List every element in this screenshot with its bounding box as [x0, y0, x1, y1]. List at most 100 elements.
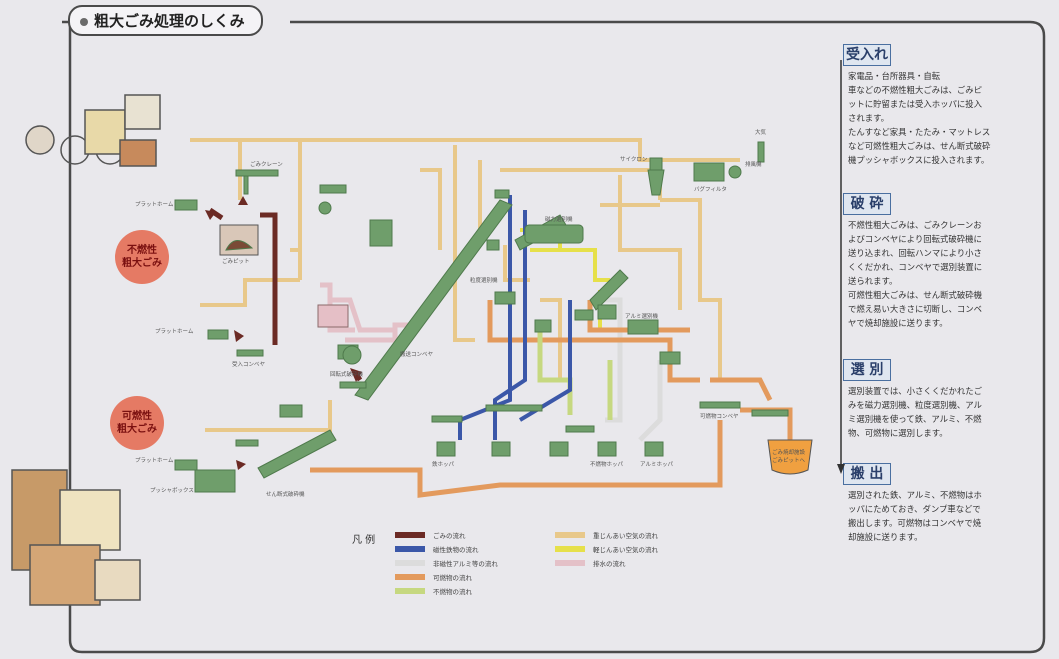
step-line: 選別装置では、小さくくだかれたご	[848, 386, 982, 396]
label-platform-1: プラットホーム	[135, 202, 174, 208]
main-conveyors	[257, 199, 629, 479]
legend-label: 非磁性アルミ等の流れ	[433, 560, 498, 568]
outer-frame	[68, 20, 1046, 654]
step-line: たんすなど家具・たたみ・マットレス	[848, 127, 991, 137]
flow-arrows	[205, 196, 362, 470]
legend-item: ごみの流れ	[395, 530, 466, 540]
label-aluminum-separator: アルミ選別機	[625, 314, 658, 320]
legend-label: 不燃物の流れ	[433, 588, 472, 596]
step-line: されます。	[848, 113, 890, 123]
step-heading: 選 別	[843, 359, 891, 381]
step-line: 送られます。	[848, 276, 898, 286]
legend-item: 非磁性アルミ等の流れ	[395, 558, 498, 568]
legend-swatch	[555, 532, 585, 538]
page-title: 粗大ごみ処理のしくみ	[68, 5, 263, 36]
incombustible-circle-line1: 不燃性	[127, 245, 157, 256]
step-line: 選別された鉄、アルミ、不燃物はホ	[848, 490, 982, 500]
step-text: 家電品・台所器具・自転車などの不燃性粗大ごみは、ごみピットに貯留または受入ホッパ…	[848, 69, 1038, 167]
step-line: など可燃性粗大ごみは、せん断式破砕	[848, 141, 991, 151]
combustible-circle-line1: 可燃性	[122, 411, 152, 422]
legend-item: 軽じんあい空気の流れ	[555, 544, 658, 554]
label-incombustible-hopper: 不燃物ホッパ	[590, 462, 624, 468]
legend-label: 排水の流れ	[593, 560, 626, 568]
label-exhaust-fan: 排風機	[745, 162, 762, 168]
label-pusher-box: プッシャボックス	[150, 488, 194, 494]
step-heading: 破 砕	[843, 193, 891, 215]
label-atmosphere: 大気	[755, 130, 767, 136]
legend-item: 磁性鉄物の流れ	[395, 544, 479, 554]
legend-swatch	[555, 560, 585, 566]
label-aluminum-hopper: アルミホッパ	[640, 462, 673, 468]
step-line: 機プッシャボックスに投入されます。	[848, 155, 990, 165]
step-text: 選別装置では、小さくくだかれたごみを磁力選別機、粒度選別機、アルミ選別機を使って…	[848, 384, 1038, 440]
label-bag-filter: バグフィルタ	[694, 187, 727, 193]
legend-label: 磁性鉄物の流れ	[433, 546, 479, 554]
legend-title: 凡 例	[352, 535, 376, 546]
step-line: みを磁力選別機、粒度選別機、アル	[848, 400, 982, 410]
label-incineration-pit: ごみ焼却施設ごみピットへ	[772, 450, 806, 464]
step-text: 不燃性粗大ごみは、ごみクレーンおよびコンベヤにより回転式破砕機に送り込まれ、回転…	[848, 218, 1038, 330]
label-garbage-pit: ごみピット	[222, 259, 250, 265]
step-line: 搬出します。可燃物はコンベヤで焼	[848, 518, 982, 528]
label-platform-2: プラットホーム	[155, 329, 194, 335]
label-combustible-conveyor: 可燃物コンベヤ	[700, 414, 739, 420]
step-heading: 搬 出	[843, 463, 891, 485]
incombustible-circle-line2: 粗大ごみ	[122, 258, 162, 269]
label-iron-hopper: 鉄ホッパ	[432, 462, 455, 468]
step-line: 不燃性粗大ごみは、ごみクレーンお	[848, 220, 982, 230]
step-line: よびコンベヤにより回転式破砕機に	[848, 234, 982, 244]
legend-label: 重じんあい空気の流れ	[593, 532, 658, 540]
title-bullet-icon	[80, 17, 88, 26]
steps-arrow	[837, 60, 845, 474]
step-line: 却施設に送ります。	[848, 532, 923, 542]
incineration-pit	[767, 439, 813, 475]
legend-label: 軽じんあい空気の流れ	[593, 546, 658, 554]
label-platform-3: プラットホーム	[135, 458, 174, 464]
legend-item: 排水の流れ	[555, 558, 626, 568]
heavy-dust-flows	[190, 138, 740, 432]
legend-item: 重じんあい空気の流れ	[555, 530, 658, 540]
combustible-circle-line2: 粗大ごみ	[117, 424, 157, 435]
legend-swatch	[395, 560, 425, 566]
step-line: 送り込まれ、回転ハンマにより小さ	[848, 248, 982, 258]
legend-swatch	[395, 588, 425, 594]
step-text: 選別された鉄、アルミ、不燃物はホッパにためておき、ダンプ車などで搬出します。可燃…	[848, 488, 1038, 544]
step-line: 家電品・台所器具・自転	[848, 71, 941, 81]
step-line: ヤで焼却施設に送ります。	[848, 318, 948, 328]
legend-swatch	[395, 546, 425, 552]
label-receiving-conveyor: 受入コンベヤ	[232, 362, 266, 368]
label-magnetic-separator: 磁力選別機	[545, 217, 573, 223]
legend-swatch	[555, 546, 585, 552]
step-line: 車などの不燃性粗大ごみは、ごみピ	[848, 85, 982, 95]
step-line: 物、可燃物に選別します。	[848, 428, 948, 438]
legend-swatch	[395, 532, 425, 538]
step-heading: 受入れ	[843, 44, 891, 66]
legend-label: 可燃物の流れ	[433, 574, 472, 582]
step-line: くくだかれ、コンベヤで選別装置に	[848, 262, 983, 272]
step-line: ミ選別機を使って鉄、アルミ、不燃	[848, 414, 982, 424]
legend-swatch	[395, 574, 425, 580]
label-shear-crusher: せん断式破砕機	[266, 492, 305, 498]
step-line: ッパにためておき、ダンプ車などで	[848, 504, 981, 514]
label-transfer-conveyor: 搬送コンベヤ	[400, 352, 434, 358]
legend-label: ごみの流れ	[433, 532, 466, 540]
label-size-separator: 粒度選別機	[470, 278, 498, 284]
incombustible-flows	[537, 320, 613, 420]
legend-item: 可燃物の流れ	[395, 572, 472, 582]
step-line: ットに貯留または受入ホッパに投入	[848, 99, 982, 109]
furniture-illustration	[11, 469, 141, 606]
step-line: 可燃性粗大ごみは、せん断式破砕機	[848, 290, 982, 300]
combustible-circle: 可燃性 粗大ごみ	[110, 396, 164, 450]
step-line: で燃え易い大きさに切断し、コンベ	[848, 304, 982, 314]
title-text: 粗大ごみ処理のしくみ	[94, 12, 245, 30]
equipment	[174, 141, 789, 493]
appliance-illustration	[25, 94, 161, 167]
light-dust-flows	[520, 228, 610, 330]
label-cyclone: サイクロン	[620, 157, 648, 163]
label-garbage-crane: ごみクレーン	[250, 162, 283, 168]
incombustible-circle: 不燃性 粗大ごみ	[115, 230, 169, 284]
label-rotary-crusher: 回転式破砕機	[330, 372, 364, 378]
legend-item: 不燃物の流れ	[395, 586, 472, 596]
